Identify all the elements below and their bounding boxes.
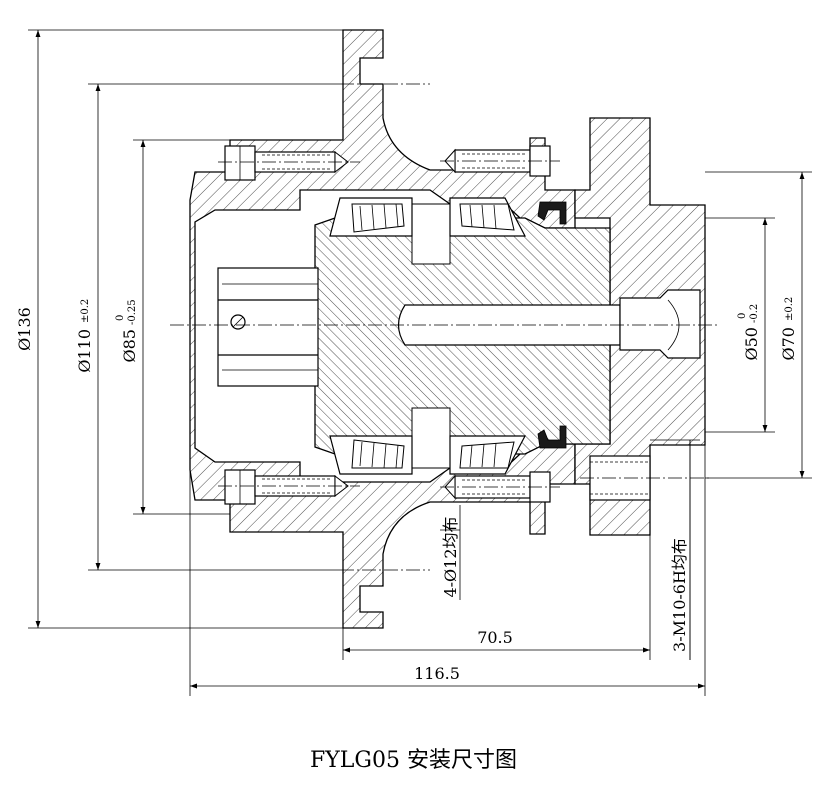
dim-thread: 3-M10-6H均布: [670, 538, 689, 652]
dim-len-116-5: 116.5: [414, 664, 460, 683]
shaft: [217, 203, 701, 469]
drawing-caption: FYLG05 安装尺寸图: [310, 748, 517, 773]
svg-text:Ø70: Ø70: [779, 327, 798, 360]
svg-text:Ø85: Ø85: [120, 329, 139, 362]
svg-text:Ø136: Ø136: [15, 307, 34, 351]
svg-text:-0.25: -0.25: [127, 299, 138, 325]
dimension-lines: [35, 30, 805, 689]
svg-text:3-M10-6H均布: 3-M10-6H均布: [670, 538, 689, 652]
svg-text:0: 0: [115, 315, 126, 321]
svg-text:4-Ø12均布: 4-Ø12均布: [441, 516, 460, 597]
dim-d85: Ø85 0 -0.25: [115, 299, 139, 362]
dim-d136: Ø136: [15, 307, 34, 351]
svg-text:0: 0: [737, 313, 748, 319]
dim-d50: Ø50 0 -0.2: [737, 304, 761, 361]
svg-text:Ø50: Ø50: [742, 327, 761, 360]
center-lines: [170, 83, 720, 571]
svg-text:-0.2: -0.2: [749, 304, 760, 323]
bearing-bottom-right: [449, 435, 526, 475]
bearing-top-right: [449, 197, 526, 237]
svg-text:±0.2: ±0.2: [784, 297, 795, 321]
dim-len-70-5: 70.5: [477, 628, 513, 647]
svg-text:Ø110: Ø110: [75, 329, 94, 373]
bearing-bottom-left: [329, 435, 413, 475]
oil-seal-top: [537, 201, 567, 225]
oil-seal-bottom: [537, 425, 567, 449]
dim-d110: Ø110 ±0.2: [75, 299, 94, 373]
dim-d70: Ø70 ±0.2: [779, 297, 798, 361]
bearing-top-left: [329, 197, 413, 237]
dim-holes: 4-Ø12均布: [441, 516, 460, 597]
svg-text:±0.2: ±0.2: [80, 299, 91, 323]
